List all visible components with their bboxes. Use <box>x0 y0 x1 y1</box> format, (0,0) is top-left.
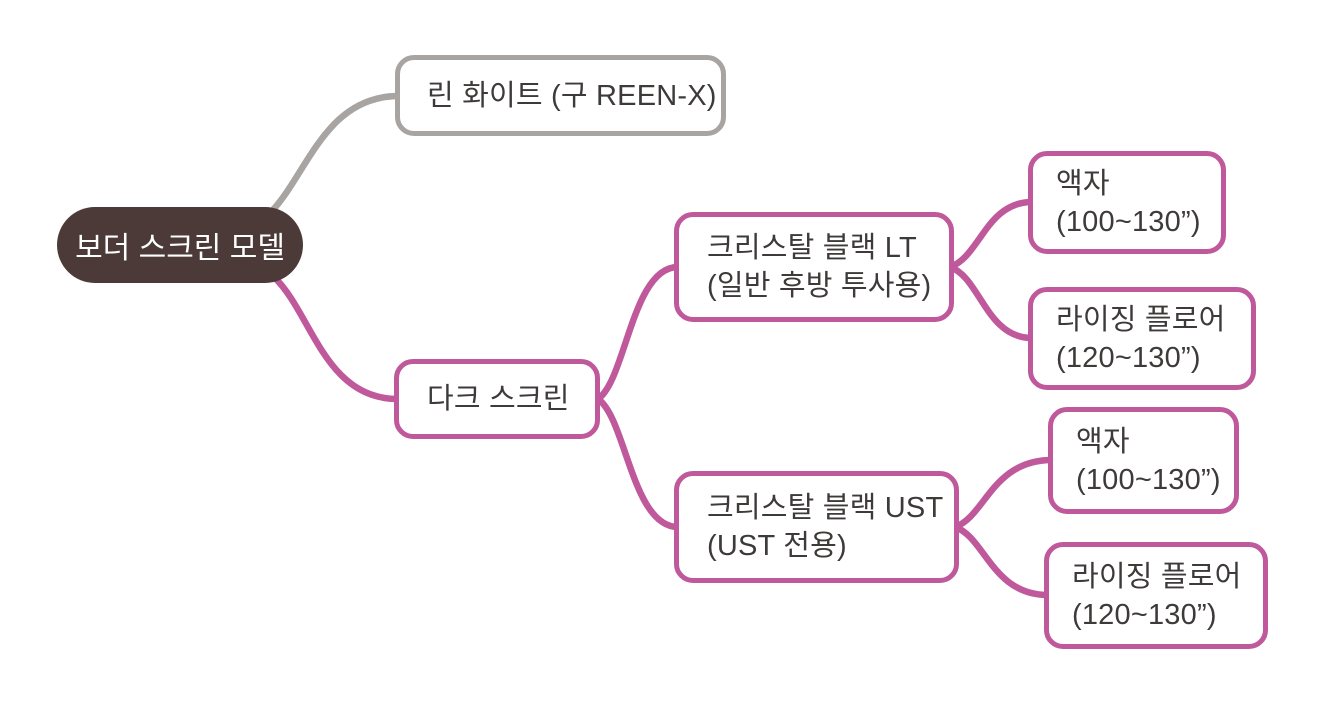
node-crystal-black-ust-sublabel: (UST 전용) <box>707 530 847 562</box>
node-lt-frame: 액자 (100~130”) <box>1028 151 1226 254</box>
node-ust-rising-floor-sublabel: (120~130”) <box>1072 598 1217 631</box>
node-lean-white: 린 화이트 (구 REEN-X) <box>395 55 726 136</box>
node-ust-frame-sublabel: (100~130”) <box>1076 463 1221 496</box>
node-dark-screen-label: 다크 스크린 <box>427 383 570 415</box>
node-lt-rising-floor-sublabel: (120~130”) <box>1056 341 1201 374</box>
node-lt-rising-floor: 라이징 플로어 (120~130”) <box>1028 287 1256 390</box>
connector-root-to-dark-screen <box>270 273 402 403</box>
connector-crystal-ust-to-rising <box>951 523 1052 599</box>
node-ust-rising-floor: 라이징 플로어 (120~130”) <box>1044 542 1268 649</box>
connector-crystal-ust-to-frame <box>951 456 1056 531</box>
node-lt-frame-label: 액자 <box>1056 167 1110 200</box>
node-ust-frame: 액자 (100~130”) <box>1048 407 1239 514</box>
node-crystal-black-ust: 크리스탈 블랙 UST (UST 전용) <box>674 471 959 583</box>
connector-dark-screen-to-crystal-ust <box>594 395 682 531</box>
node-lean-white-label: 린 화이트 (구 REEN-X) <box>427 79 717 112</box>
node-dark-screen: 다크 스크린 <box>394 359 600 439</box>
root-node-border-screen-model: 보더 스크린 모델 <box>57 207 303 283</box>
root-node-label: 보더 스크린 모델 <box>75 232 285 265</box>
node-crystal-black-lt-sublabel: (일반 후방 투사용) <box>707 270 932 302</box>
node-crystal-black-lt-label: 크리스탈 블랙 LT <box>707 232 917 264</box>
connector-root-to-lean-white <box>268 92 403 215</box>
connector-crystal-lt-to-rising <box>946 263 1036 342</box>
node-crystal-black-lt: 크리스탈 블랙 LT (일반 후방 투사용) <box>674 212 954 322</box>
node-ust-rising-floor-label: 라이징 플로어 <box>1072 560 1242 593</box>
node-crystal-black-ust-label: 크리스탈 블랙 UST <box>707 492 944 524</box>
connector-dark-screen-to-crystal-lt <box>594 263 682 403</box>
node-ust-frame-label: 액자 <box>1076 425 1130 458</box>
node-lt-frame-sublabel: (100~130”) <box>1056 205 1201 238</box>
node-lt-rising-floor-label: 라이징 플로어 <box>1056 303 1226 336</box>
connector-crystal-lt-to-frame <box>946 198 1036 271</box>
